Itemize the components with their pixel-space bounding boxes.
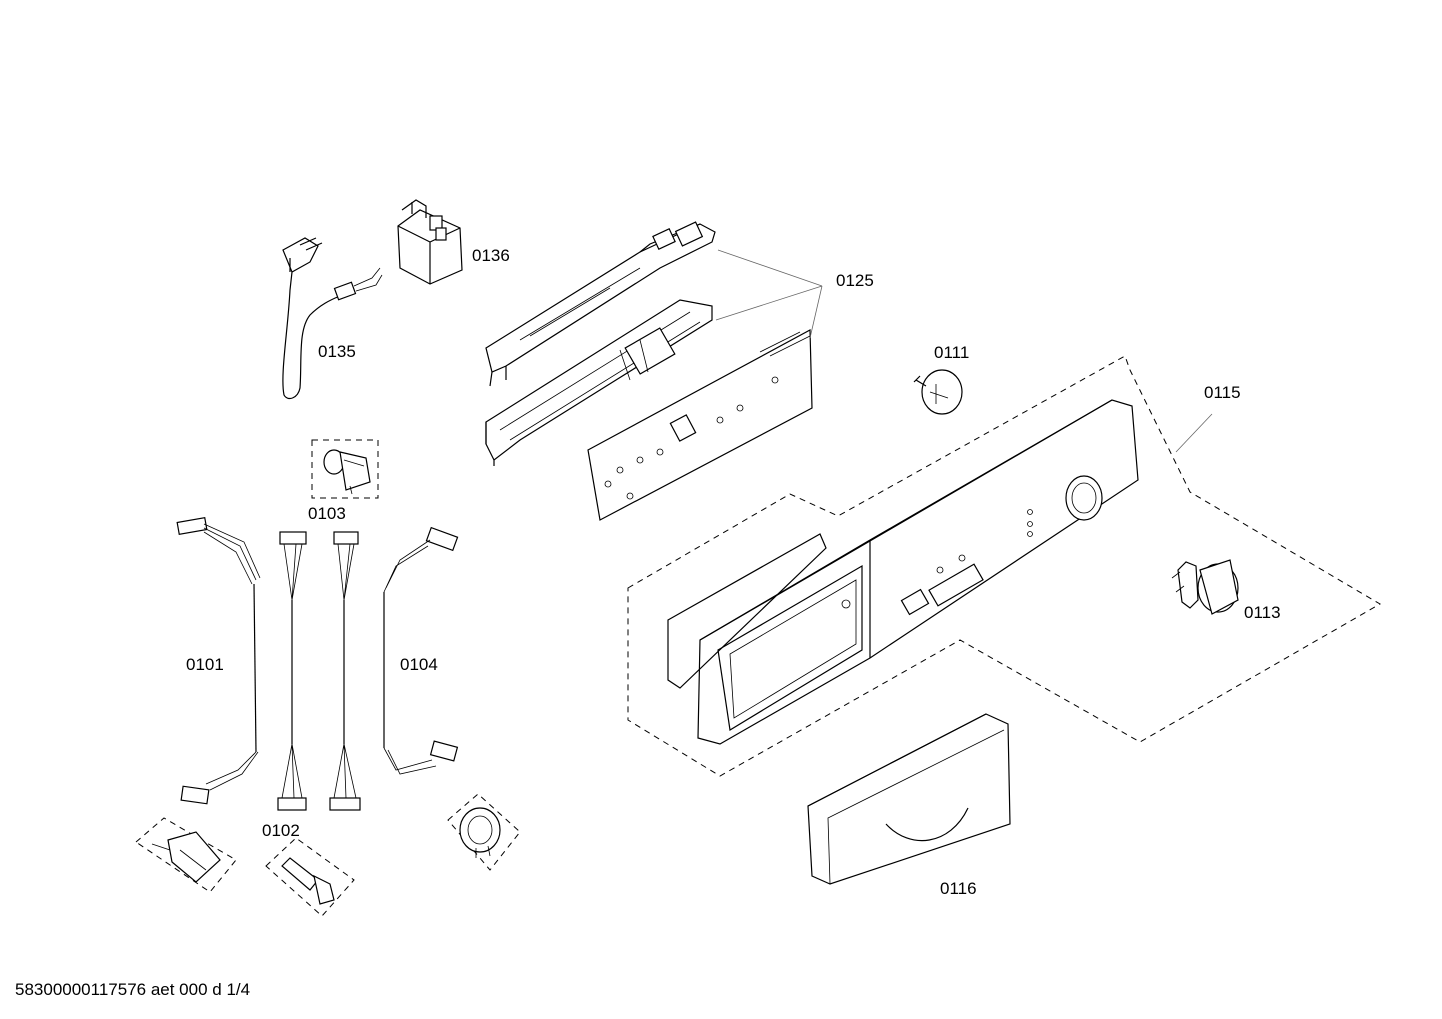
- label-0104: 0104: [400, 655, 438, 674]
- label-0103: 0103: [308, 504, 346, 523]
- power-cord-drawing: [282, 237, 383, 400]
- label-0111: 0111: [934, 343, 969, 362]
- harness-0104-drawing: [383, 526, 459, 775]
- harness-0101-drawing: [176, 516, 261, 805]
- fascia-drawing: [627, 355, 1381, 777]
- small-parts-drawing: [135, 793, 521, 917]
- document-footer-id: 58300000117576 aet 000 d 1/4: [15, 980, 251, 999]
- label-0135: 0135: [318, 342, 356, 361]
- label-0116: 0116: [940, 879, 977, 898]
- drawer-handle-drawing: [807, 713, 1011, 885]
- knob-0111-drawing: [913, 369, 963, 415]
- label-0113: 0113: [1244, 603, 1281, 622]
- label-0101: 0101: [186, 655, 224, 674]
- label-0115: 0115: [1204, 383, 1241, 402]
- label-0102: 0102: [262, 821, 300, 840]
- suppressor-drawing: [397, 199, 463, 285]
- selector-knob-drawing: [1171, 559, 1239, 615]
- part-labels: 0135 0136 0125 0111 0115 0113 0103 0101 …: [186, 246, 1281, 898]
- control-module-drawing: [485, 221, 823, 521]
- label-0125: 0125: [836, 271, 874, 290]
- harness-0102-drawing: [277, 531, 361, 811]
- switch-0103-drawing: [311, 439, 379, 499]
- label-0136: 0136: [472, 246, 510, 265]
